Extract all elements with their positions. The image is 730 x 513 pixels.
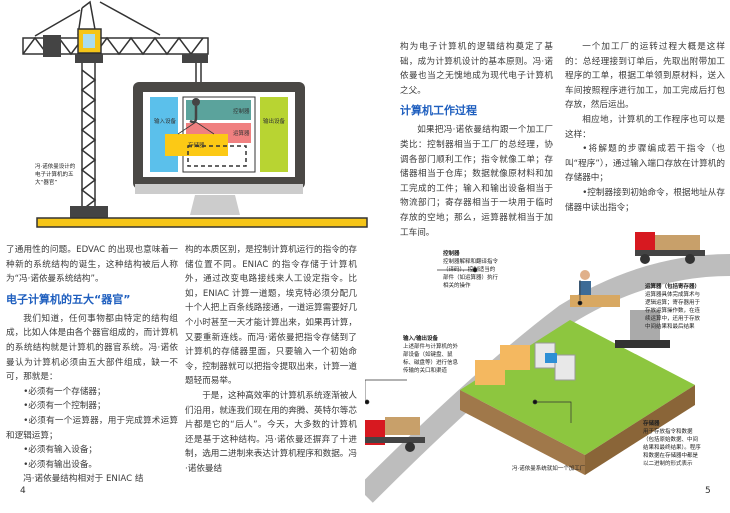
page-number: 4 <box>20 486 26 496</box>
body-paragraph: 冯·诺依曼结构相对于 ENIAC 结 <box>23 474 144 485</box>
output-device-label: 输出设备 <box>263 117 286 125</box>
intro-paragraph: 了通用性的问题。EDVAC 的出现也意味着一种新的系统结构的诞生，这种结构被后人… <box>6 245 178 285</box>
annotation-memory: 存储器 用于存放指令和数据（包括原始数据、中间结果和最终结果）。程序和数据在存储… <box>643 420 701 468</box>
annotation-text: 控制器解释和翻译指令（译码），控制适当的部件（如运算器）执行相关的操作 <box>443 259 499 289</box>
illustration-caption: 冯·诺依曼设计的电子计算机的五大“器官” <box>35 164 76 186</box>
left-page: 输入设备 控制器 运算器 存储器 输出设备 冯·诺依曼设计的电子计算机的五大“器… <box>6 0 368 496</box>
bullet-item: •必须有一个存储器； <box>23 386 106 397</box>
truck-icon <box>635 232 705 264</box>
alu-label: 运算器 <box>233 129 250 137</box>
annotation-text: 上述部件与计算机的外部设备（如键盘、鼠标、磁盘等）进行信息传输的关口和渠道 <box>403 344 459 374</box>
factory-illustration <box>365 232 730 503</box>
intro-paragraph: 构为电子计算机的逻辑结构奠定了基础，成为计算机设计的基本原则。冯·诺依曼也当之无… <box>400 42 553 96</box>
bullet-item: •控制器接到初始命令，根据地址从存储器中读出指令； <box>565 187 725 213</box>
annotation-alu: 运算器（包括寄存器） 运算器具体完成算术与逻辑运算；寄存器用于存放运算操作数，在… <box>645 283 705 331</box>
bullet-item: •必须有输入设备； <box>23 445 98 456</box>
section-heading: 计算机工作过程 <box>400 104 477 118</box>
crane-icon <box>22 0 209 211</box>
memory-label: 存储器 <box>188 141 205 149</box>
body-paragraph: 相应地，计算机的工作程序也可以是这样： <box>565 114 725 140</box>
section-heading: 电子计算机的五大“器官” <box>6 292 131 306</box>
boxes-icon <box>475 345 530 385</box>
bullet-item: •必须有输出设备。 <box>23 459 98 470</box>
left-column-1: 了通用性的问题。EDVAC 的出现也意味着一种新的系统结构的诞生，这种结构被后人… <box>6 243 178 487</box>
input-device-label: 输入设备 <box>154 117 177 125</box>
annotation-title: 存储器 <box>643 421 660 427</box>
annotation-text: 运算器具体完成算术与逻辑运算；寄存器用于存放运算操作数，在连续运算中，还用于存放… <box>645 292 701 330</box>
page-number: 5 <box>705 486 711 496</box>
truck-icon <box>365 417 425 452</box>
annotation-text: 用于存放指令和数据（包括原始数据、中间结果和最终结果）。程序和数据在存储器中都是… <box>643 429 701 467</box>
annotation-title: 运算器（包括寄存器） <box>645 284 701 290</box>
body-paragraph: 如果把冯·诺依曼结构跟一个加工厂类比：控制器相当于工厂的总经理，协调各部门顺利工… <box>400 125 553 238</box>
right-page: 构为电子计算机的逻辑结构奠定了基础，成为计算机设计的基本原则。冯·诺依曼也当之无… <box>365 0 730 513</box>
annotation-controller: 控制器 控制器解释和翻译指令（译码），控制适当的部件（如运算器）执行相关的操作 <box>443 250 500 290</box>
body-paragraph: 构的本质区别，是控制计算机运行的指令的存储位置不同。ENIAC 的指令存储于计算… <box>185 245 357 387</box>
body-paragraph: 一个加工厂的运转过程大概是这样的：总经理接到订单后，先取出附带加工程序的工单，根… <box>565 42 725 111</box>
bullet-item: •必须有一个控制器； <box>23 401 106 412</box>
bullet-item: •必须有一个运算器，用于完成算术运算和逻辑运算； <box>6 415 178 441</box>
annotation-title: 控制器 <box>443 251 460 257</box>
body-paragraph: 于是，这种高效率的计算机系统逐渐被人们沿用，就连我们现在用的奔腾、英特尔等芯片都… <box>185 390 357 474</box>
annotation-title: 输入/输出设备 <box>403 336 439 342</box>
bullet-item: •将解题的步骤编成若干指令（也叫“程序”），通过输入端口存放在计算机的存储器中； <box>565 144 725 184</box>
right-column-1: 构为电子计算机的逻辑结构奠定了基础，成为计算机设计的基本原则。冯·诺依曼也当之无… <box>400 40 553 240</box>
illustration-caption: 冯·诺依曼系统就如一个加工厂 <box>512 466 586 472</box>
crane-computer-illustration: 输入设备 控制器 运算器 存储器 输出设备 <box>22 0 368 228</box>
annotation-io: 输入/输出设备 上述部件与计算机的外部设备（如键盘、鼠标、磁盘等）进行信息传输的… <box>403 335 461 375</box>
left-column-2: 构的本质区别，是控制计算机运行的指令的存储位置不同。ENIAC 的指令存储于计算… <box>185 243 357 477</box>
body-paragraph: 我们知道，任何事物都由特定的结构组成，比如人体是由各个器官组成的，而计算机的系统… <box>6 313 178 383</box>
controller-label: 控制器 <box>233 107 250 115</box>
right-column-2: 一个加工厂的运转过程大概是这样的：总经理接到订单后，先取出附带加工程序的工单，根… <box>565 40 725 215</box>
